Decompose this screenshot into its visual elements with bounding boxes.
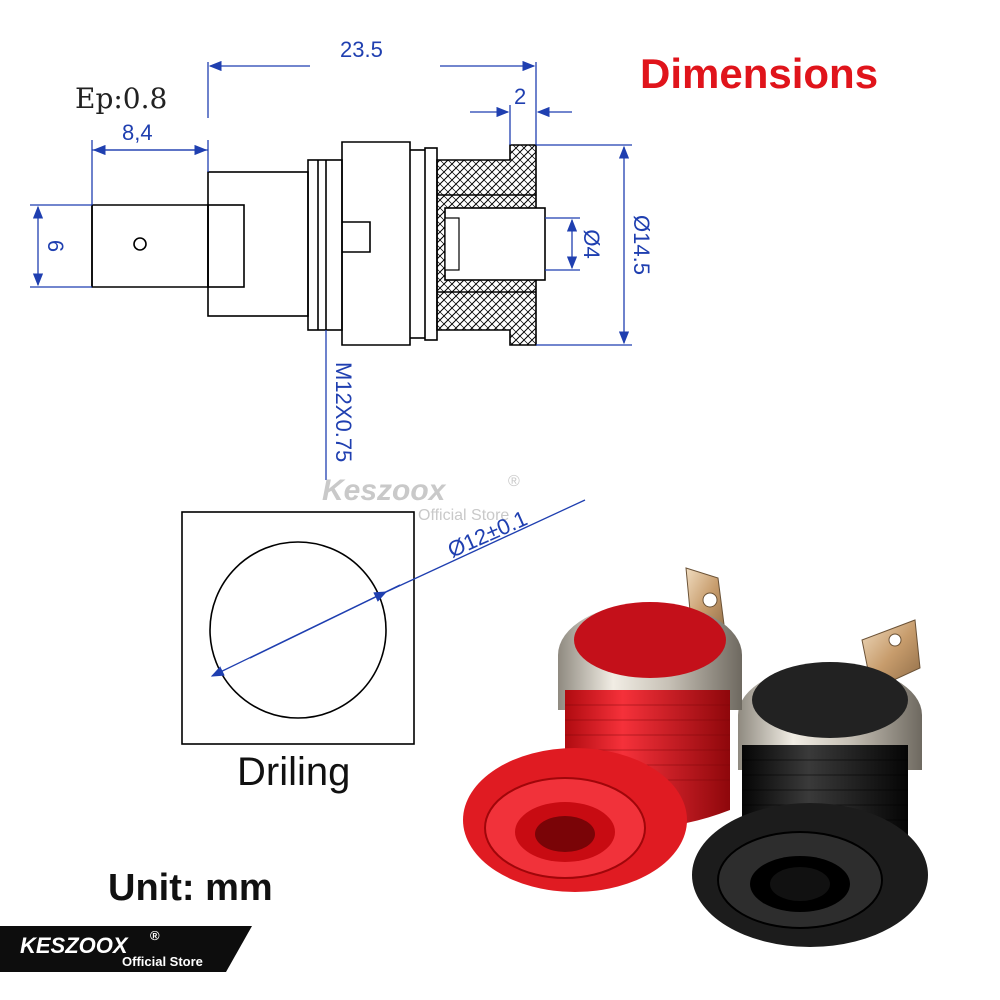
product-photo (463, 567, 928, 947)
watermark-brand: Keszoox (322, 474, 447, 507)
connector-drawing (91, 141, 546, 346)
material-note: Ep:0.8 (75, 82, 167, 115)
drilling-diagram (181, 499, 586, 745)
logo-mark: ® (150, 928, 160, 943)
dimension-lines (30, 60, 632, 480)
dim-tab-length: 8,4 (122, 120, 153, 145)
logo-brand: KESZOOX (20, 933, 129, 958)
watermark-mark: ® (508, 473, 520, 490)
dim-outer-diameter: Ø14.5 (629, 215, 654, 275)
dim-tab-width: 6 (43, 240, 68, 252)
dim-bore: Ø4 (579, 229, 604, 258)
store-logo: KESZOOX ® Official Store (0, 926, 252, 972)
drilling-label: Driling (237, 750, 350, 794)
unit-note: Unit: mm (108, 867, 273, 909)
dim-thread: M12X0.75 (331, 362, 356, 462)
watermark-sub: Official Store (418, 507, 509, 524)
dim-overall-length: 23.5 (340, 37, 383, 62)
watermark: Keszoox ® Official Store (322, 473, 520, 524)
black-socket (692, 619, 928, 947)
red-socket (463, 567, 742, 892)
logo-sub: Official Store (122, 954, 203, 969)
dim-flange: 2 (514, 84, 526, 109)
title: Dimensions (640, 50, 878, 97)
